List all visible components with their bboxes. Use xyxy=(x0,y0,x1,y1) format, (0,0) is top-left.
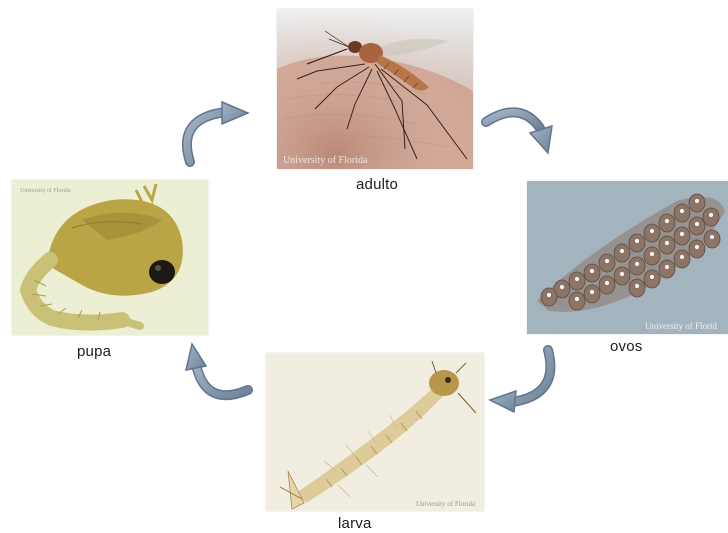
adult-label: adulto xyxy=(356,176,398,193)
eggs-photo: University of Florid xyxy=(527,181,728,334)
egg-raft-image: University of Florid xyxy=(527,181,728,334)
pupa-photo: University of Florida xyxy=(12,180,208,335)
arrow-adult-to-eggs xyxy=(486,112,552,153)
pupa-image: University of Florida xyxy=(12,180,208,335)
larva-image: University of Florida xyxy=(266,353,484,511)
arrow-eggs-to-larva xyxy=(490,350,550,412)
larva-photo-credit: University of Florida xyxy=(416,500,476,508)
arrow-larva-to-pupa xyxy=(186,344,248,395)
eggs-photo-credit: University of Florid xyxy=(645,321,717,331)
arrow-pupa-to-adult xyxy=(187,102,248,162)
larva-photo: University of Florida xyxy=(266,353,484,511)
larva-label: larva xyxy=(338,515,372,532)
adult-photo-credit: University of Florida xyxy=(283,155,368,166)
eggs-label: ovos xyxy=(610,338,643,355)
pupa-label: pupa xyxy=(77,343,111,360)
adult-mosquito-image: University of Florida xyxy=(277,9,473,169)
pupa-photo-credit: University of Florida xyxy=(20,187,71,194)
adult-mosquito-photo: University of Florida xyxy=(277,9,473,169)
